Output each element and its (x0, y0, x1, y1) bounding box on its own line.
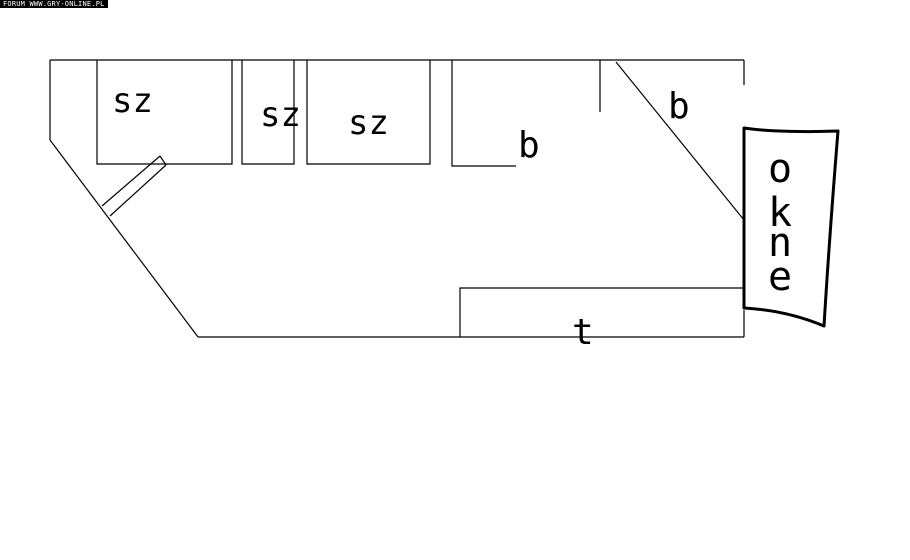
window-letter-2: k (768, 190, 792, 236)
label-b-1: b (518, 125, 540, 166)
window-letter-3: n (768, 220, 792, 266)
window-letter-4: e (768, 254, 792, 300)
label-sz-3: sz (348, 103, 389, 143)
wardrobe-blocks (96, 60, 745, 221)
outer-walls (49, 59, 745, 338)
site-watermark: FORUM WWW.GRY-ONLINE.PL (0, 0, 108, 8)
window-sketch (742, 126, 840, 328)
table-outline (459, 287, 744, 337)
label-b-2: b (668, 86, 690, 127)
label-sz-2: sz (260, 95, 301, 135)
window-letter-1: o (768, 146, 792, 192)
label-sz-1: sz (112, 81, 153, 121)
label-t: t (572, 312, 594, 353)
